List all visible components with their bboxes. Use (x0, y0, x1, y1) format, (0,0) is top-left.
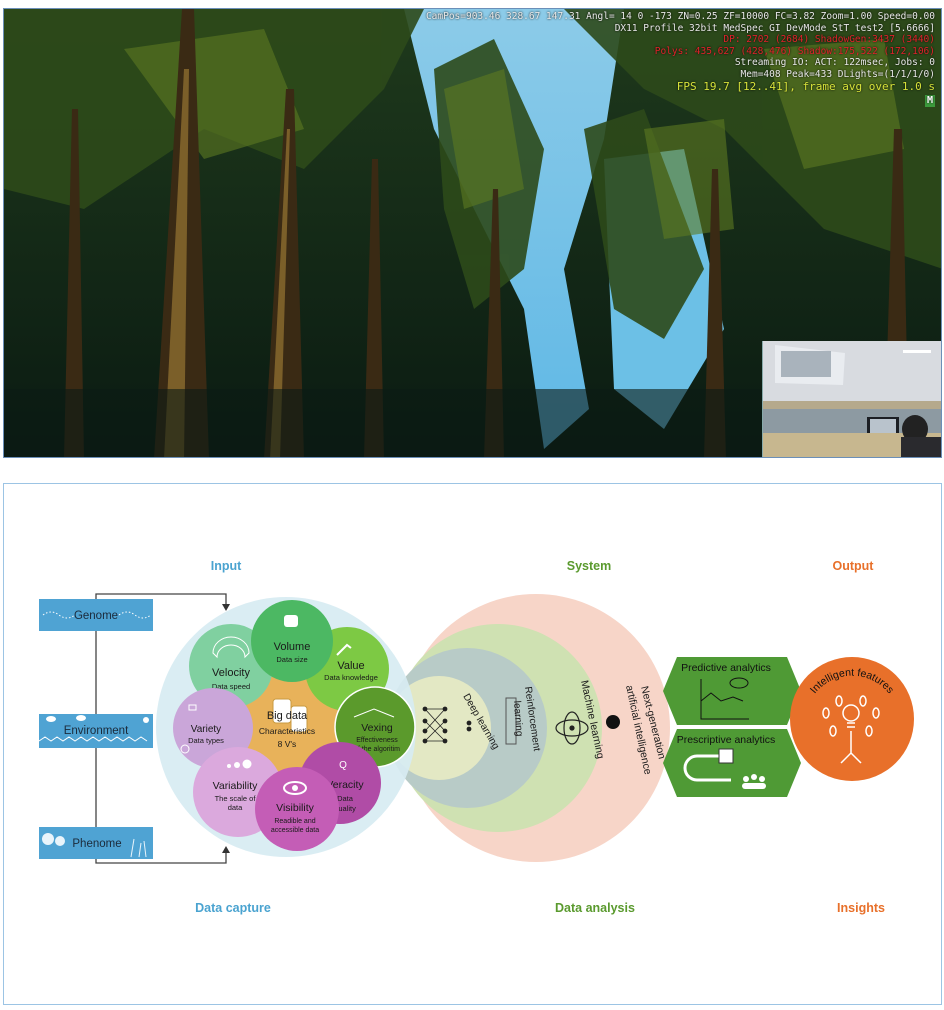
loop-arrow-icon (683, 754, 731, 782)
svg-text:Big data: Big data (267, 710, 308, 722)
person (902, 415, 928, 443)
database-icon (284, 615, 298, 627)
people-icon (742, 774, 766, 789)
header-data-capture: Data capture (195, 901, 271, 915)
svg-text:Visibility: Visibility (276, 802, 314, 814)
svg-text:Velocity: Velocity (212, 667, 250, 679)
svg-text:Data: Data (337, 794, 354, 803)
svg-text:Readible and: Readible and (274, 818, 315, 825)
v-volume: Volume Data size (251, 600, 333, 682)
atom-icon (555, 711, 589, 745)
hud-drawcalls: DP: 2702 (2684) ShadowGen:3437 (3440) (723, 34, 935, 45)
debug-overlay: CamPos=903.46 328.67 147.31 Angl= 14 0 -… (426, 11, 935, 107)
trend-chart-icon (700, 679, 749, 720)
label-reinforcement-2: learning (511, 700, 524, 736)
clock-icon (180, 744, 190, 754)
arrow-down-icon (222, 604, 230, 611)
reinforcement-icon (505, 697, 517, 745)
svg-text:Data speed: Data speed (212, 682, 250, 691)
header-insights: Insights (837, 901, 885, 915)
predictive-analytics: Predictive analytics (663, 657, 801, 725)
svg-text:Value: Value (337, 660, 364, 672)
chart-icon (718, 748, 734, 764)
header-input: Input (211, 559, 242, 573)
header-output: Output (833, 559, 875, 573)
speedometer-icon (212, 636, 250, 659)
hud-fps: FPS 19.7 [12..41], frame avg over 1.0 s (676, 80, 935, 93)
hud-badge: M (924, 95, 935, 107)
game-viewport: CamPos=903.46 328.67 147.31 Angl= 14 0 -… (3, 8, 942, 458)
sun-icon (143, 717, 149, 723)
svg-text:Prescriptive analytics: Prescriptive analytics (677, 734, 776, 746)
svg-text:Data size: Data size (276, 655, 307, 664)
hud-campos: CamPos=903.46 328.67 147.31 Angl= 14 0 -… (425, 11, 935, 22)
tree-icon (55, 836, 65, 846)
forest-scene (4, 9, 941, 457)
svg-text:Data types: Data types (188, 736, 224, 745)
diagram-panel: Input System Output Data capture Data an… (3, 483, 942, 1005)
hud-polys: Polys: 435,627 (428,476) Shadow:175,522 … (654, 45, 935, 57)
svg-text:Vexing: Vexing (361, 722, 393, 734)
tree-icon (42, 833, 54, 845)
hud-memory: Mem=408 Peak=433 DLights=(1/1/1/0) (740, 68, 935, 80)
neural-network-icon (422, 706, 472, 744)
source-environment: Environment (38, 714, 153, 748)
svg-text:Data knowledge: Data knowledge (324, 673, 378, 682)
arrow-up-icon (222, 846, 230, 853)
v-visibility: Visibility Readible and accessible data (255, 767, 339, 851)
prescriptive-analytics: Prescriptive analytics (663, 729, 801, 797)
ai-head-icon (606, 715, 620, 729)
hud-streaming: Streaming IO: ACT: 122msec, Jobs: 0 (734, 57, 935, 68)
svg-text:of the algoritim: of the algoritim (354, 746, 400, 753)
header-system: System (567, 559, 611, 573)
webcam-inset (762, 341, 941, 457)
intelligent-features: Intelligent features (790, 657, 914, 781)
svg-text:data: data (228, 803, 243, 812)
source-phenome: Phenome (39, 827, 153, 859)
svg-text:accessible data: accessible data (271, 827, 319, 834)
eye-icon (729, 677, 749, 689)
svg-text:Environment: Environment (64, 725, 129, 737)
growth-chart-icon (336, 643, 352, 656)
svg-text:Volume: Volume (274, 641, 311, 653)
gears-icon (353, 708, 395, 718)
source-genome: Genome (39, 599, 153, 631)
cloud-icon (46, 716, 56, 722)
hud-profile: DX11 Profile 32bit MedSpec GI DevMode St… (614, 22, 935, 34)
svg-text:Variability: Variability (213, 780, 258, 792)
svg-text:quality: quality (334, 804, 356, 813)
lightbulb-tree-icon (822, 695, 880, 764)
big-data-diagram: Input System Output Data capture Data an… (38, 559, 914, 915)
svg-text:8 V's: 8 V's (278, 739, 297, 749)
svg-text:Veracity: Veracity (326, 779, 364, 791)
svg-text:Variety: Variety (191, 724, 221, 735)
svg-text:The scale of: The scale of (215, 794, 257, 803)
database-stack-icon (272, 698, 308, 733)
header-data-analysis: Data analysis (555, 901, 635, 915)
svg-text:Phenome: Phenome (72, 838, 121, 850)
camera-icon (188, 704, 197, 711)
plant-icon (130, 838, 147, 858)
eye-icon (283, 781, 307, 795)
svg-text:Characteristics: Characteristics (259, 726, 315, 736)
cloud-icon (76, 715, 86, 721)
svg-text:Genome: Genome (74, 610, 118, 622)
quality-q-icon: Q (339, 760, 347, 771)
svg-text:Predictive analytics: Predictive analytics (681, 662, 771, 674)
big-data-center: Big data Characteristics 8 V's (259, 698, 315, 749)
svg-text:Effectiveness: Effectiveness (356, 737, 398, 744)
